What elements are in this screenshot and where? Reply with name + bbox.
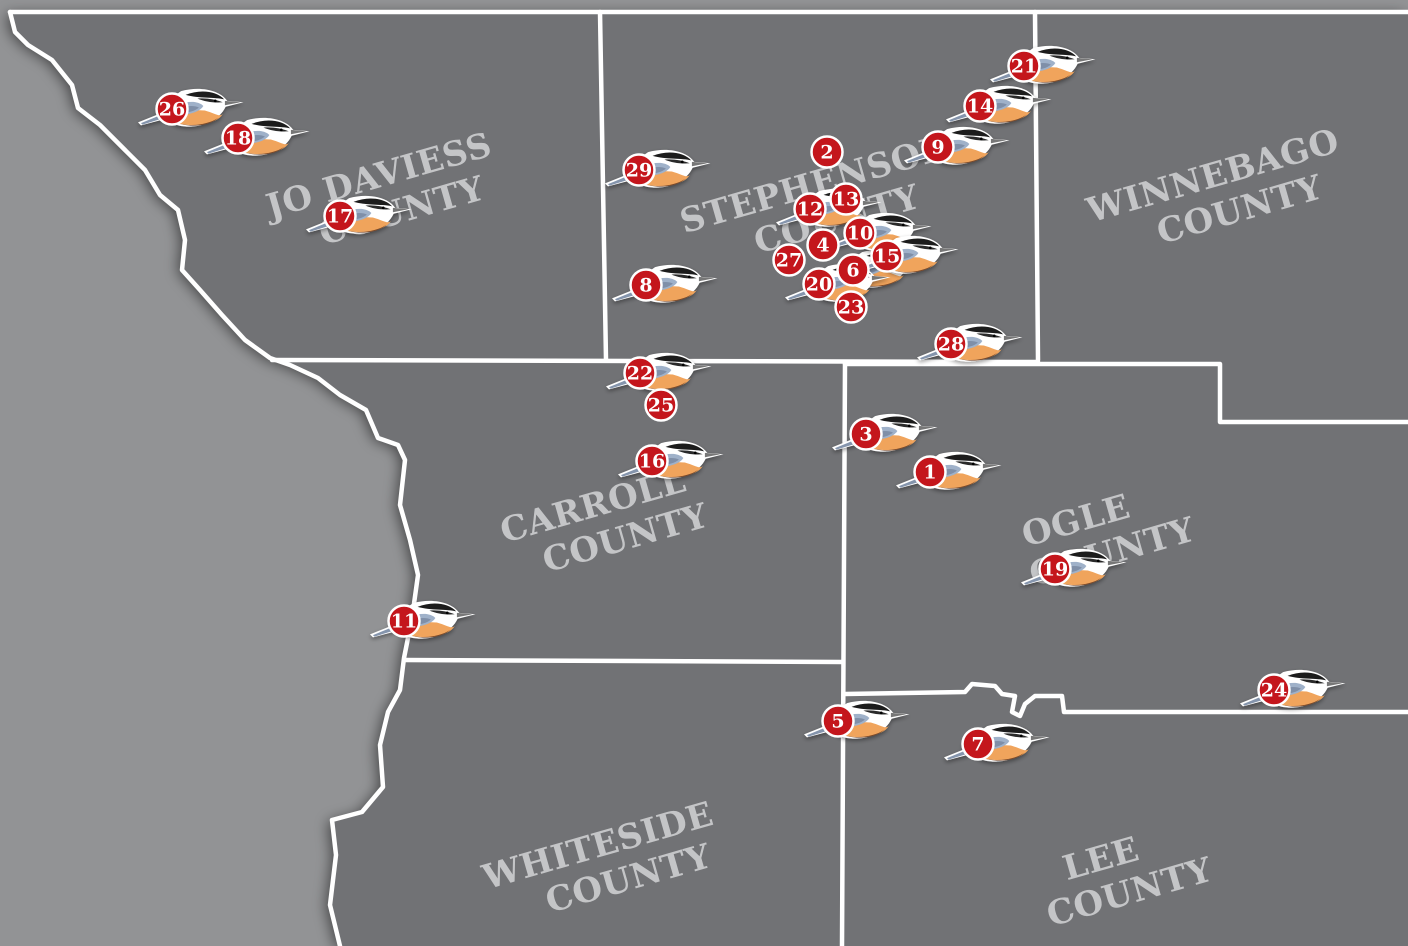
marker-circle[interactable] bbox=[806, 228, 840, 262]
marker-16[interactable]: 16 bbox=[635, 444, 669, 478]
marker-3[interactable]: 3 bbox=[849, 417, 883, 451]
marker-27[interactable]: 27 bbox=[772, 243, 806, 277]
marker-13[interactable]: 13 bbox=[829, 182, 863, 216]
marker-circle[interactable] bbox=[934, 327, 968, 361]
marker-circle[interactable] bbox=[963, 89, 997, 123]
marker-number: 22 bbox=[627, 363, 653, 385]
marker-circle[interactable] bbox=[772, 243, 806, 277]
marker-circle[interactable] bbox=[921, 130, 955, 164]
marker-8[interactable]: 8 bbox=[629, 268, 663, 302]
marker-number: 27 bbox=[776, 250, 802, 272]
marker-number: 8 bbox=[639, 275, 652, 297]
marker-circle[interactable] bbox=[821, 704, 855, 738]
land-mass bbox=[10, 12, 1408, 946]
marker-22[interactable]: 22 bbox=[623, 356, 657, 390]
river-border bbox=[7, 9, 421, 946]
marker-20[interactable]: 20 bbox=[802, 267, 836, 301]
marker-9[interactable]: 9 bbox=[921, 130, 955, 164]
marker-circle[interactable] bbox=[1038, 552, 1072, 586]
marker-number: 25 bbox=[648, 395, 674, 417]
marker-17[interactable]: 17 bbox=[323, 199, 357, 233]
marker-circle[interactable] bbox=[644, 388, 678, 422]
marker-7[interactable]: 7 bbox=[961, 727, 995, 761]
marker-24[interactable]: 24 bbox=[1257, 673, 1291, 707]
marker-number: 18 bbox=[225, 128, 251, 150]
marker-14[interactable]: 14 bbox=[963, 89, 997, 123]
marker-number: 28 bbox=[938, 334, 964, 356]
marker-circle[interactable] bbox=[810, 135, 844, 169]
marker-circle[interactable] bbox=[221, 121, 255, 155]
marker-circle[interactable] bbox=[836, 253, 870, 287]
marker-circle[interactable] bbox=[1007, 49, 1041, 83]
marker-25[interactable]: 25 bbox=[644, 388, 678, 422]
marker-circle[interactable] bbox=[802, 267, 836, 301]
marker-23[interactable]: 23 bbox=[834, 290, 868, 324]
marker-number: 10 bbox=[847, 223, 873, 245]
marker-11[interactable]: 11 bbox=[387, 604, 421, 638]
marker-1[interactable]: 1 bbox=[913, 455, 947, 489]
marker-number: 12 bbox=[797, 199, 823, 221]
marker-number: 5 bbox=[831, 711, 844, 733]
border-carroll-whiteside bbox=[401, 657, 845, 665]
marker-number: 14 bbox=[967, 96, 993, 118]
marker-6[interactable]: 6 bbox=[836, 253, 870, 287]
marker-circle[interactable] bbox=[849, 417, 883, 451]
border-ogle-top bbox=[842, 361, 1408, 425]
marker-circle[interactable] bbox=[155, 92, 189, 126]
marker-26[interactable]: 26 bbox=[155, 92, 189, 126]
marker-number: 24 bbox=[1261, 680, 1287, 702]
marker-number: 26 bbox=[159, 99, 185, 121]
marker-number: 13 bbox=[833, 189, 859, 211]
marker-number: 17 bbox=[327, 206, 353, 228]
marker-number: 21 bbox=[1011, 56, 1037, 78]
marker-number: 16 bbox=[639, 451, 665, 473]
marker-circle[interactable] bbox=[387, 604, 421, 638]
marker-number: 19 bbox=[1042, 559, 1068, 581]
marker-number: 4 bbox=[816, 235, 829, 257]
marker-number: 29 bbox=[626, 160, 652, 182]
marker-18[interactable]: 18 bbox=[221, 121, 255, 155]
marker-circle[interactable] bbox=[622, 153, 656, 187]
marker-15[interactable]: 15 bbox=[870, 239, 904, 273]
border-ogle-lee bbox=[842, 681, 1408, 719]
marker-19[interactable]: 19 bbox=[1038, 552, 1072, 586]
marker-circle[interactable] bbox=[843, 216, 877, 250]
marker-circle[interactable] bbox=[629, 268, 663, 302]
marker-number: 6 bbox=[846, 260, 859, 282]
marker-circle[interactable] bbox=[323, 199, 357, 233]
marker-number: 9 bbox=[931, 137, 944, 159]
marker-number: 7 bbox=[971, 734, 984, 756]
marker-29[interactable]: 29 bbox=[622, 153, 656, 187]
marker-circle[interactable] bbox=[635, 444, 669, 478]
marker-number: 3 bbox=[859, 424, 872, 446]
county-borders bbox=[7, 9, 1408, 946]
marker-circle[interactable] bbox=[829, 182, 863, 216]
marker-number: 15 bbox=[874, 246, 900, 268]
marker-number: 1 bbox=[923, 462, 936, 484]
marker-5[interactable]: 5 bbox=[821, 704, 855, 738]
marker-number: 11 bbox=[391, 611, 417, 633]
marker-12[interactable]: 12 bbox=[793, 192, 827, 226]
marker-circle[interactable] bbox=[1257, 673, 1291, 707]
marker-circle[interactable] bbox=[961, 727, 995, 761]
marker-21[interactable]: 21 bbox=[1007, 49, 1041, 83]
marker-circle[interactable] bbox=[623, 356, 657, 390]
marker-circle[interactable] bbox=[870, 239, 904, 273]
marker-circle[interactable] bbox=[913, 455, 947, 489]
marker-number: 20 bbox=[806, 274, 832, 296]
marker-number: 23 bbox=[838, 297, 864, 319]
marker-10[interactable]: 10 bbox=[843, 216, 877, 250]
border-carroll-ogle bbox=[839, 361, 848, 946]
marker-circle[interactable] bbox=[834, 290, 868, 324]
marker-28[interactable]: 28 bbox=[934, 327, 968, 361]
marker-2[interactable]: 2 bbox=[810, 135, 844, 169]
marker-4[interactable]: 4 bbox=[806, 228, 840, 262]
marker-number: 2 bbox=[820, 142, 833, 164]
marker-circle[interactable] bbox=[793, 192, 827, 226]
border-jodaviess-stephenson bbox=[597, 9, 609, 363]
